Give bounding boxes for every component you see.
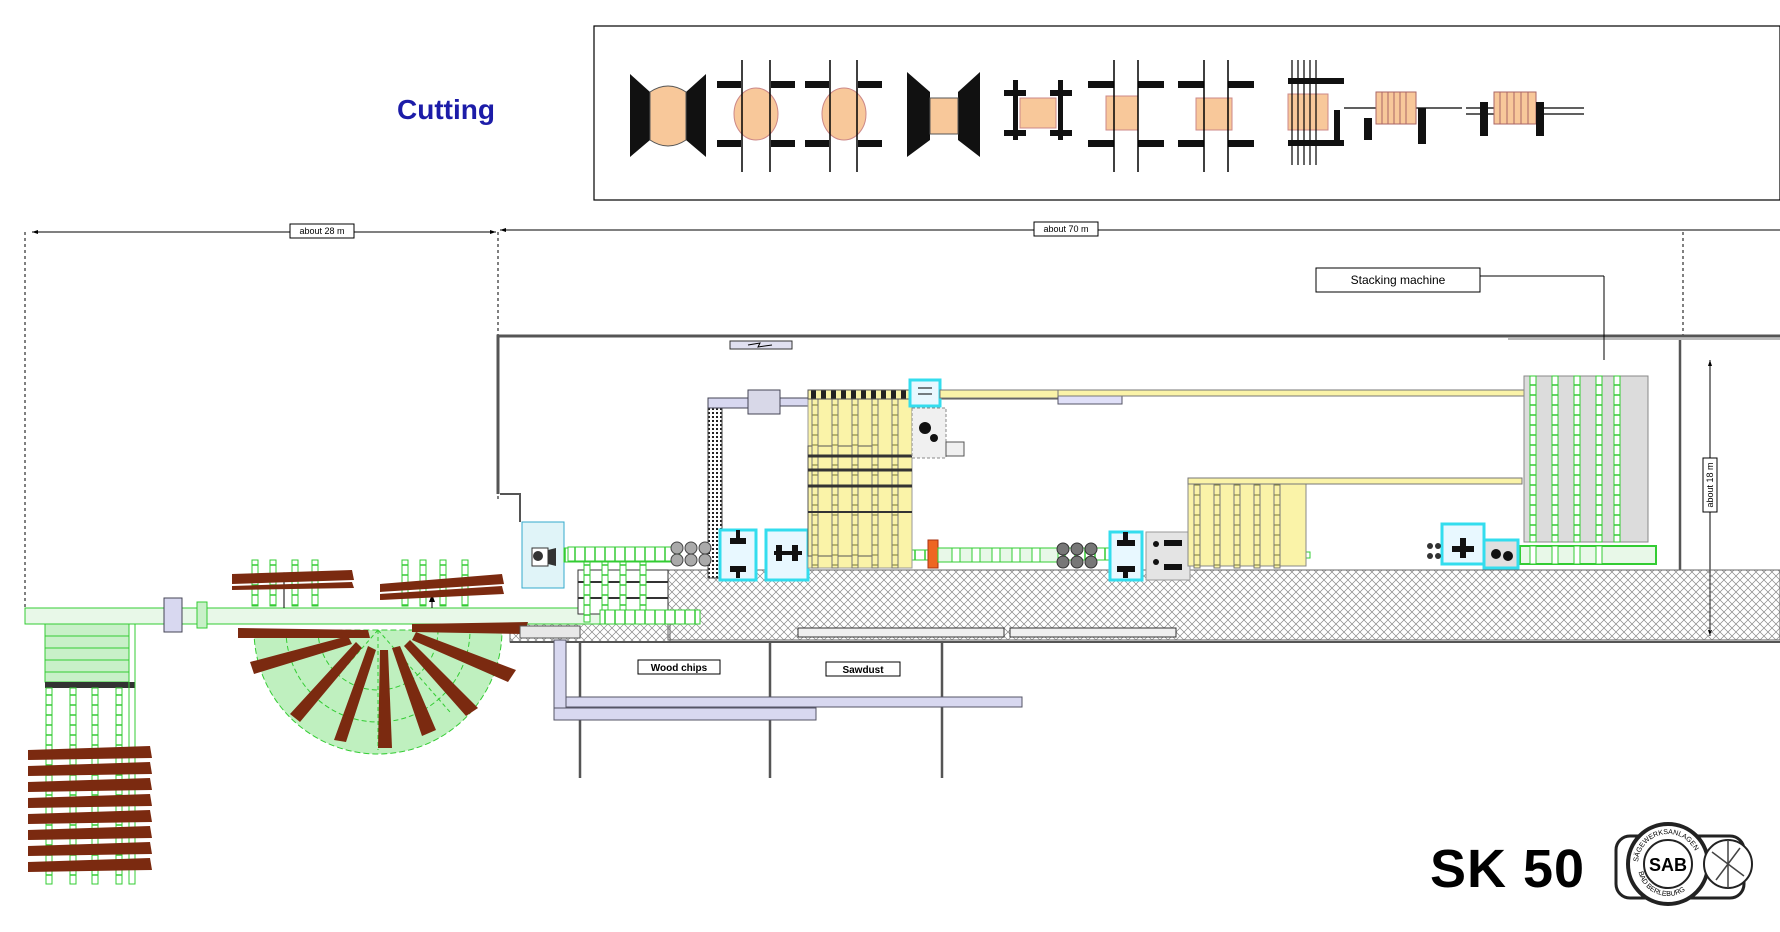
log-decks — [232, 559, 504, 607]
dimension-labels: about 28 m about 70 m about 18 m — [289, 221, 1718, 513]
cutting-heading: Cutting — [397, 94, 495, 125]
logo-center-text: SAB — [1649, 855, 1687, 875]
sawdust-label: Sawdust — [842, 665, 884, 676]
cutting-step-profiler — [907, 72, 980, 157]
stacking-machine-label: Stacking machine — [1351, 273, 1446, 287]
log-rotary-fan — [238, 622, 528, 755]
cutting-step-boards — [1344, 91, 1584, 144]
area-labels: Stacking machine Wood chips Sawdust — [637, 267, 1481, 677]
model-heading: SK 50 — [1430, 839, 1586, 899]
sawing-machine-block — [807, 378, 1525, 569]
cutting-step-multirip — [1287, 60, 1344, 165]
cutting-pattern-panel — [593, 25, 1780, 201]
log-pile — [28, 746, 152, 872]
stacking-machine — [1427, 275, 1657, 570]
cutting-step-log — [630, 74, 706, 157]
wood-chips-label: Wood chips — [651, 663, 708, 674]
building-outline — [496, 334, 1780, 570]
sab-logo: SAB SÄGEWERKSANLAGEN BAD BERLEBURG — [1614, 822, 1753, 906]
left-span-label: about 28 m — [299, 226, 344, 236]
height-span-label: about 18 m — [1705, 462, 1715, 507]
trimmer-unit — [1187, 477, 1523, 569]
cutting-step-canter — [717, 60, 882, 172]
cutting-step-cant — [1004, 80, 1072, 140]
main-span-label: about 70 m — [1043, 224, 1088, 234]
cutting-step-resaw — [1088, 60, 1254, 172]
